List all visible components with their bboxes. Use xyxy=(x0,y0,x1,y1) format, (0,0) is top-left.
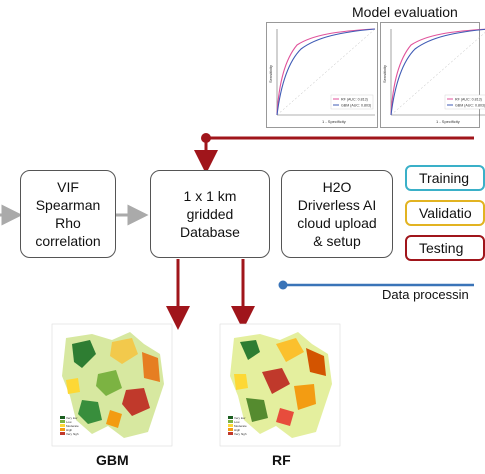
gridded-database-text: 1 x 1 km gridded Database xyxy=(180,188,240,240)
gbm-legend-very-low: Very low xyxy=(66,416,78,420)
roc-ylabel: Sensitivity xyxy=(268,65,273,83)
rf-map: Very low Low Moderate High Very high xyxy=(219,323,341,447)
svg-text:Low: Low xyxy=(234,420,240,424)
testing-box: Testing xyxy=(405,235,485,261)
svg-text:Very low: Very low xyxy=(234,416,246,420)
data-processing-label: Data processin xyxy=(382,287,469,302)
roc-legend-rf: RF (AUC: 0.813) xyxy=(341,98,368,102)
validation-box: Validatio xyxy=(405,200,485,226)
roc-curve-gbm xyxy=(276,28,376,116)
gbm-legend-high: High xyxy=(66,428,73,432)
roc-legend-gbm: GBM (AUC: 0.803) xyxy=(341,104,371,108)
gridded-database-box: 1 x 1 km gridded Database xyxy=(150,170,270,258)
gbm-legend-low: Low xyxy=(66,420,72,424)
svg-text:GBM (AUC: 0.803): GBM (AUC: 0.803) xyxy=(455,104,485,108)
roc-plot-2: RF (AUC: 0.813) GBM (AUC: 0.803) 1 - Spe… xyxy=(380,22,485,128)
svg-text:High: High xyxy=(234,428,241,432)
rf-label: RF xyxy=(272,452,291,468)
validation-label: Validatio xyxy=(419,205,472,221)
data-processing-dot xyxy=(278,280,288,290)
vif-spearman-box: VIF Spearman Rho correlation xyxy=(20,170,116,258)
roc-curve-rf xyxy=(276,28,376,116)
gbm-legend-very-high: Very high xyxy=(66,432,79,436)
model-evaluation-title: Model evaluation xyxy=(352,4,458,20)
svg-text:Very high: Very high xyxy=(234,432,247,436)
training-label: Training xyxy=(419,170,470,186)
gbm-label: GBM xyxy=(96,452,129,468)
svg-text:Sensitivity: Sensitivity xyxy=(382,65,387,83)
vif-spearman-text: VIF Spearman Rho correlation xyxy=(35,179,101,249)
training-box: Training xyxy=(405,165,485,191)
svg-text:Moderate: Moderate xyxy=(234,424,247,428)
h2o-driverless-text: H2O Driverless AI cloud upload & setup xyxy=(297,179,377,249)
gbm-legend-moderate: Moderate xyxy=(66,424,79,428)
roc-xlabel: 1 - Specificity xyxy=(322,119,346,124)
connectors xyxy=(0,133,474,330)
h2o-driverless-box: H2O Driverless AI cloud upload & setup xyxy=(281,170,393,258)
testing-label: Testing xyxy=(419,240,464,256)
roc-plot-1-svg: RF (AUC: 0.813) GBM (AUC: 0.803) 1 - Spe… xyxy=(268,28,376,124)
svg-text:RF (AUC: 0.813): RF (AUC: 0.813) xyxy=(455,98,482,102)
svg-text:1 - Specificity: 1 - Specificity xyxy=(436,119,460,124)
gbm-map: Very low Low Moderate High Very high xyxy=(51,323,173,447)
roc-plot-1: RF (AUC: 0.813) GBM (AUC: 0.803) 1 - Spe… xyxy=(266,22,378,128)
roc-plot-2-svg: RF (AUC: 0.813) GBM (AUC: 0.803) 1 - Spe… xyxy=(382,28,485,124)
